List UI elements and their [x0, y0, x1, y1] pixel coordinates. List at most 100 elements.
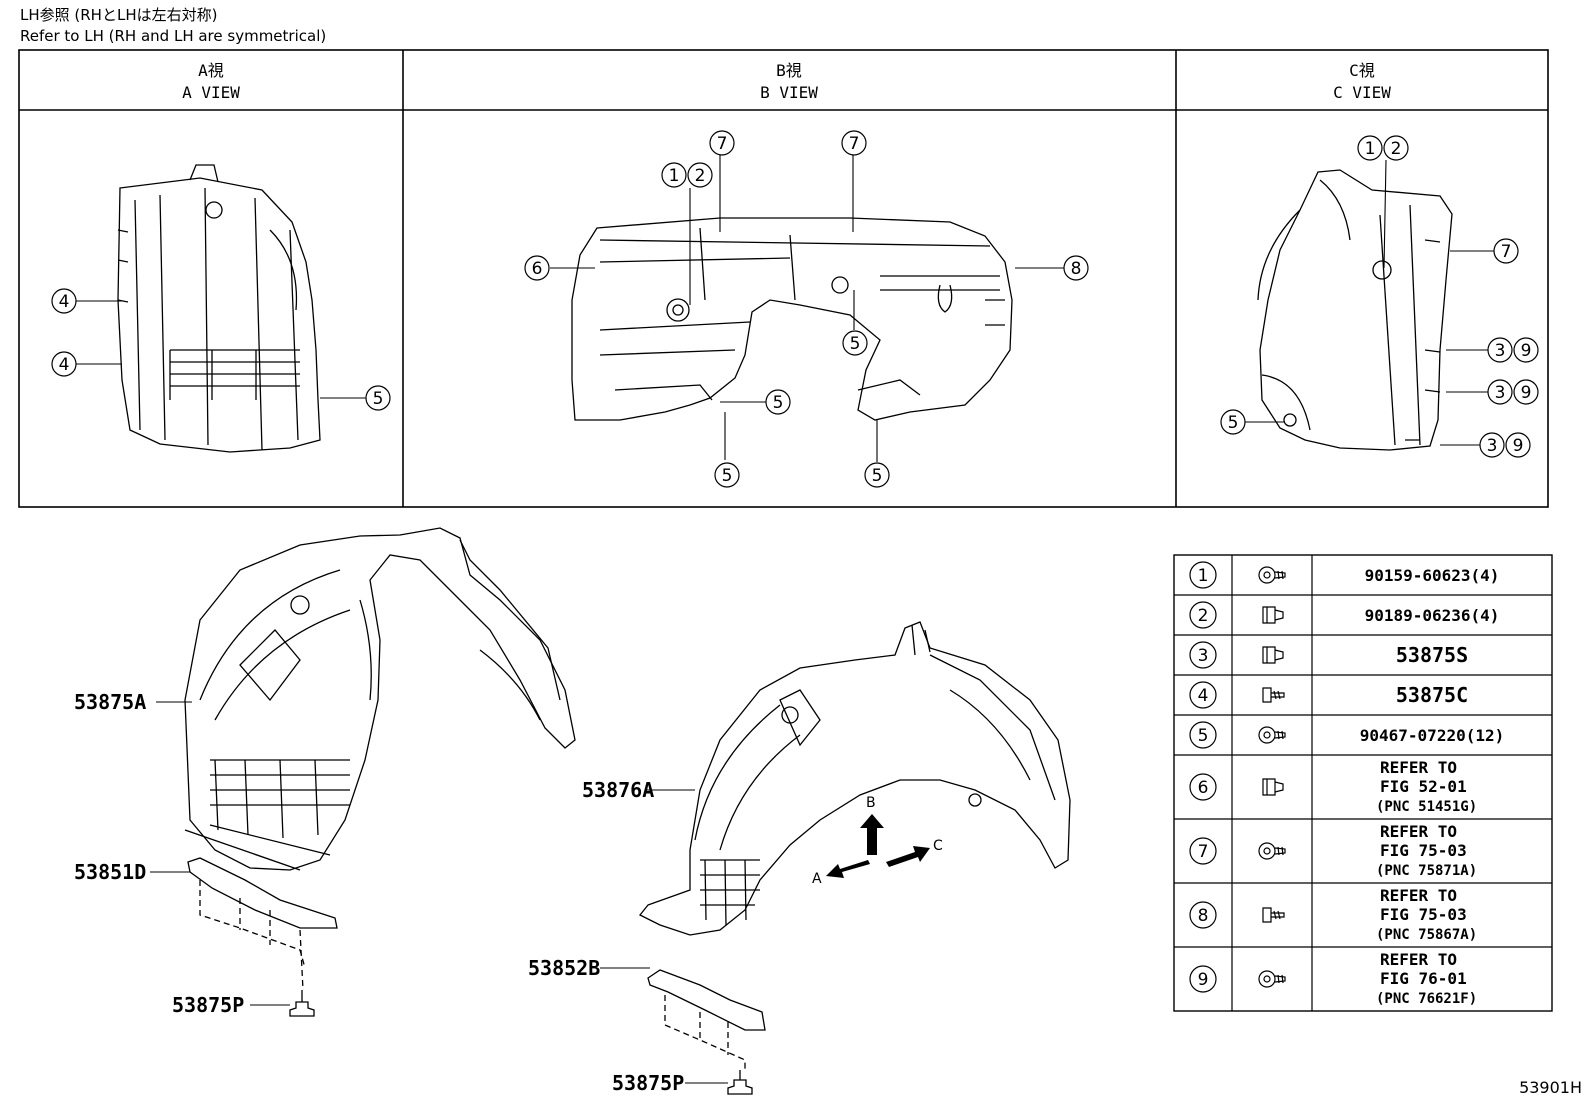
fastener-part-number: 90159-60623(4) — [1365, 566, 1500, 585]
callout-b-7-left: 7 — [709, 130, 735, 156]
fastener-number: 7 — [1198, 842, 1209, 862]
callout-b-5-center: 5 — [842, 330, 868, 356]
callout-b-5-bottom-right: 5 — [864, 462, 890, 488]
callout-b-6: 6 — [524, 255, 550, 281]
figure-code: 53901H — [1519, 1078, 1582, 1097]
part-label-53875p-left: 53875P — [172, 993, 244, 1017]
screw-icon — [1262, 907, 1285, 923]
svg-text:9: 9 — [1513, 436, 1524, 456]
fastener-number-circle — [1189, 561, 1217, 589]
svg-text:7: 7 — [1501, 242, 1512, 262]
fastener-reference-line: REFER TO — [1380, 950, 1457, 969]
svg-text:3: 3 — [1495, 383, 1506, 403]
fastener-table-frame — [1173, 554, 1553, 1012]
callout-b-2: 2 — [687, 162, 713, 188]
fastener-part-number: 90189-06236(4) — [1365, 606, 1500, 625]
arrow-label-b: B — [866, 795, 876, 811]
svg-text:4: 4 — [59, 355, 70, 375]
svg-text:9: 9 — [1521, 383, 1532, 403]
symmetry-note-japanese: LH参照 (RHとLHは左右対称) — [20, 6, 218, 24]
liner-53876a-drawing — [638, 621, 1071, 936]
view-headers: A視 A VIEW B視 B VIEW C視 C VIEW — [182, 61, 1391, 102]
view-a-title-en: A VIEW — [182, 83, 240, 102]
fastener-number-circle — [1189, 641, 1217, 669]
callout-c-9-mid: 9 — [1513, 379, 1539, 405]
view-b-liner-drawing — [571, 217, 1013, 421]
fastener-number: 9 — [1198, 970, 1209, 990]
svg-text:5: 5 — [850, 334, 861, 354]
screw-grommet-icon — [1258, 970, 1286, 988]
callout-c-5: 5 — [1220, 409, 1246, 435]
svg-text:4: 4 — [59, 292, 70, 312]
fastener-number: 8 — [1198, 906, 1209, 926]
fastener-number-circle — [1189, 837, 1217, 865]
svg-text:5: 5 — [872, 466, 883, 486]
fastener-reference-line: (PNC 75871A) — [1376, 863, 1477, 879]
part-label-53876a: 53876A — [582, 778, 654, 802]
arrow-label-a: A — [812, 871, 822, 887]
fastener-part-number: 90467-07220(12) — [1360, 726, 1505, 745]
svg-text:2: 2 — [695, 166, 706, 186]
arrow-label-c: C — [933, 838, 943, 854]
seal-53851d-drawing — [187, 857, 338, 991]
part-label-53875p-right: 53875P — [612, 1071, 684, 1095]
svg-text:5: 5 — [1228, 413, 1239, 433]
svg-text:3: 3 — [1495, 341, 1506, 361]
view-a-liner-drawing — [117, 164, 321, 453]
view-a-arrow-icon — [826, 860, 870, 878]
push-clip-icon — [1262, 606, 1284, 624]
svg-text:1: 1 — [669, 166, 680, 186]
callout-b-7-right: 7 — [841, 130, 867, 156]
push-clip-icon — [1262, 778, 1284, 796]
view-b-title-en: B VIEW — [760, 83, 818, 102]
callout-b-5-right-arm: 5 — [765, 389, 791, 415]
fastener-reference-line: FIG 52-01 — [1380, 777, 1467, 796]
fastener-reference-line: REFER TO — [1380, 822, 1457, 841]
view-c-arrow-icon — [886, 846, 930, 867]
view-callouts — [76, 155, 1495, 462]
callout-c-2: 2 — [1383, 135, 1409, 161]
svg-text:7: 7 — [849, 134, 860, 154]
seal-53852b-drawing — [647, 969, 766, 1070]
fastener-reference-line: (PNC 51451G) — [1376, 799, 1477, 815]
callout-a-4-upper: 4 — [51, 288, 77, 314]
fastener-number-circle — [1189, 601, 1217, 629]
fastener-row: 5 90467-07220(12) — [1189, 721, 1505, 749]
callout-b-8: 8 — [1063, 255, 1089, 281]
callout-c-1: 1 — [1357, 135, 1383, 161]
fastener-number-circle — [1189, 721, 1217, 749]
svg-text:8: 8 — [1071, 259, 1082, 279]
svg-text:7: 7 — [717, 134, 728, 154]
callout-c-3-top: 3 — [1487, 337, 1513, 363]
fastener-reference-line: REFER TO — [1380, 886, 1457, 905]
symmetry-note-english: Refer to LH (RH and LH are symmetrical) — [20, 27, 327, 45]
fastener-number: 4 — [1198, 686, 1209, 706]
fastener-number: 1 — [1198, 566, 1209, 586]
screw-grommet-icon — [1258, 726, 1286, 744]
callout-c-3-mid: 3 — [1487, 379, 1513, 405]
part-label-53852b: 53852B — [528, 956, 600, 980]
fastener-reference-line: FIG 75-03 — [1380, 841, 1467, 860]
part-label-53875a: 53875A — [74, 690, 146, 714]
view-direction-labels: B C A — [812, 795, 943, 887]
callout-b-1: 1 — [661, 162, 687, 188]
liner-53875a-drawing — [184, 527, 576, 871]
clip-53875p-right-drawing — [727, 1070, 753, 1095]
view-a-title-jp: A視 — [198, 61, 224, 80]
svg-text:5: 5 — [722, 466, 733, 486]
fastener-number-circle — [1189, 901, 1217, 929]
view-b-arrow-icon — [860, 814, 884, 855]
part-label-53851d: 53851D — [74, 860, 146, 884]
callout-a-4-lower: 4 — [51, 351, 77, 377]
svg-text:6: 6 — [532, 259, 543, 279]
view-c-title-jp: C視 — [1349, 61, 1375, 80]
part-labels: 53875A 53851D 53875P 53876A 53852B 53875… — [74, 690, 684, 1095]
fastener-number: 3 — [1198, 646, 1209, 666]
fastener-number: 2 — [1198, 606, 1209, 626]
callout-c-9-top: 9 — [1513, 337, 1539, 363]
fastener-number: 5 — [1198, 726, 1209, 746]
